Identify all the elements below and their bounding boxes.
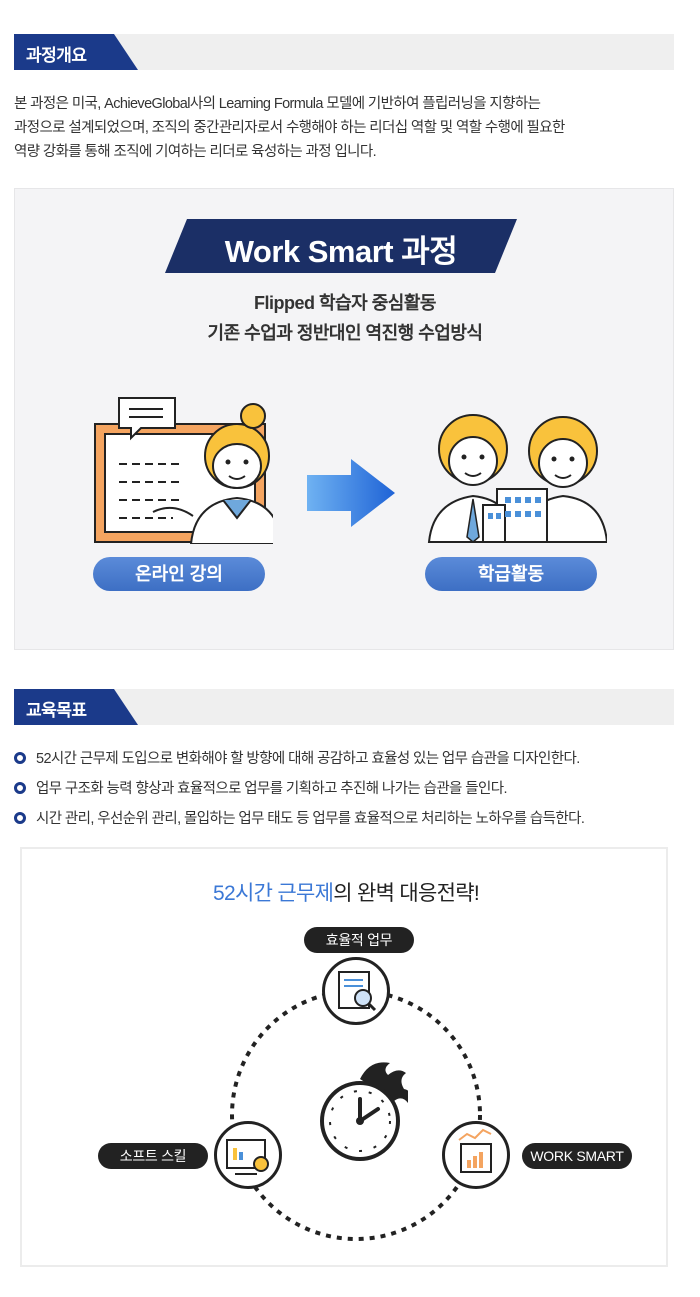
node-soft-skill-label: 소프트 스킬: [98, 1143, 208, 1169]
work-smart-subtitle-1: Flipped 학습자 중심활동: [254, 293, 436, 313]
strategy-title-highlight: 52시간 근무제: [213, 882, 334, 905]
heading-tab-shape: [14, 689, 138, 725]
document-search-icon: [338, 971, 377, 1012]
strategy-title: 52시간 근무제의 완벽 대응전략!: [22, 877, 670, 907]
overview-line: 본 과정은 미국, AchieveGlobal사의 Learning Formu…: [14, 96, 541, 112]
goals-heading-tab: 교육목표: [14, 689, 138, 725]
work-smart-banner: Work Smart 과정: [165, 219, 517, 273]
overview-text: 본 과정은 미국, AchieveGlobal사의 Learning Formu…: [14, 92, 686, 164]
work-smart-panel: Work Smart 과정 Flipped 학습자 중심활동 기존 수업과 정반…: [14, 188, 674, 650]
goal-text: 시간 관리, 우선순위 관리, 몰입하는 업무 태도 등 업무를 효율적으로 처…: [36, 811, 585, 827]
goal-text: 52시간 근무제 도입으로 변화해야 할 방향에 대해 공감하고 효율성 있는 …: [36, 751, 580, 767]
overview-heading-tab: 과정개요: [14, 34, 138, 70]
bullet-icon: [14, 752, 26, 764]
bullet-icon: [14, 782, 26, 794]
goal-item: 시간 관리, 우선순위 관리, 몰입하는 업무 태도 등 업무를 효율적으로 처…: [14, 807, 585, 828]
work-smart-subtitle-2: 기존 수업과 정반대인 역진행 수업방식: [207, 323, 483, 343]
arrow-right-icon: [307, 459, 395, 527]
overview-line: 역량 강화를 통해 조직에 기여하는 리더로 육성하는 과정 입니다.: [14, 144, 377, 160]
online-lecture-pill: 온라인 강의: [93, 557, 265, 591]
goals-heading: 교육목표: [26, 701, 87, 720]
overview-section-bar: 과정개요: [14, 34, 674, 70]
goal-item: 52시간 근무제 도입으로 변화해야 할 방향에 대해 공감하고 효율성 있는 …: [14, 747, 580, 768]
node-work-smart-label: WORK SMART: [522, 1143, 632, 1169]
node-work-smart: [442, 1121, 510, 1189]
online-lecture-illustration: [94, 397, 273, 544]
class-activity-pill: 학급활동: [425, 557, 597, 591]
overview-line: 과정으로 설계되었으며, 조직의 중간관리자로서 수행해야 하는 리더십 역할 …: [14, 120, 565, 136]
strategy-panel: 52시간 근무제의 완벽 대응전략! 효율적 업무 소프트 스킬: [20, 847, 668, 1267]
work-smart-title: Work Smart 과정: [224, 234, 458, 269]
strategy-title-rest: 의 완벽 대응전략!: [333, 882, 479, 905]
node-efficient-work-label: 효율적 업무: [304, 927, 414, 953]
banner-shape: [165, 219, 517, 273]
heading-tab-shape: [14, 34, 138, 70]
class-activity-illustration: [427, 414, 607, 543]
overview-heading: 과정개요: [26, 46, 87, 65]
node-soft-skill: [214, 1121, 282, 1189]
certificate-icon: [226, 1139, 269, 1175]
bullet-icon: [14, 812, 26, 824]
growth-chart-icon: [458, 1128, 492, 1173]
flaming-clock-icon: [320, 1062, 408, 1161]
goal-item: 업무 구조화 능력 향상과 효율적으로 업무를 기획하고 추진해 나가는 습관을…: [14, 777, 507, 798]
goal-text: 업무 구조화 능력 향상과 효율적으로 업무를 기획하고 추진해 나가는 습관을…: [36, 781, 507, 797]
goals-section-bar: 교육목표: [14, 689, 674, 725]
node-efficient-work: [322, 957, 390, 1025]
